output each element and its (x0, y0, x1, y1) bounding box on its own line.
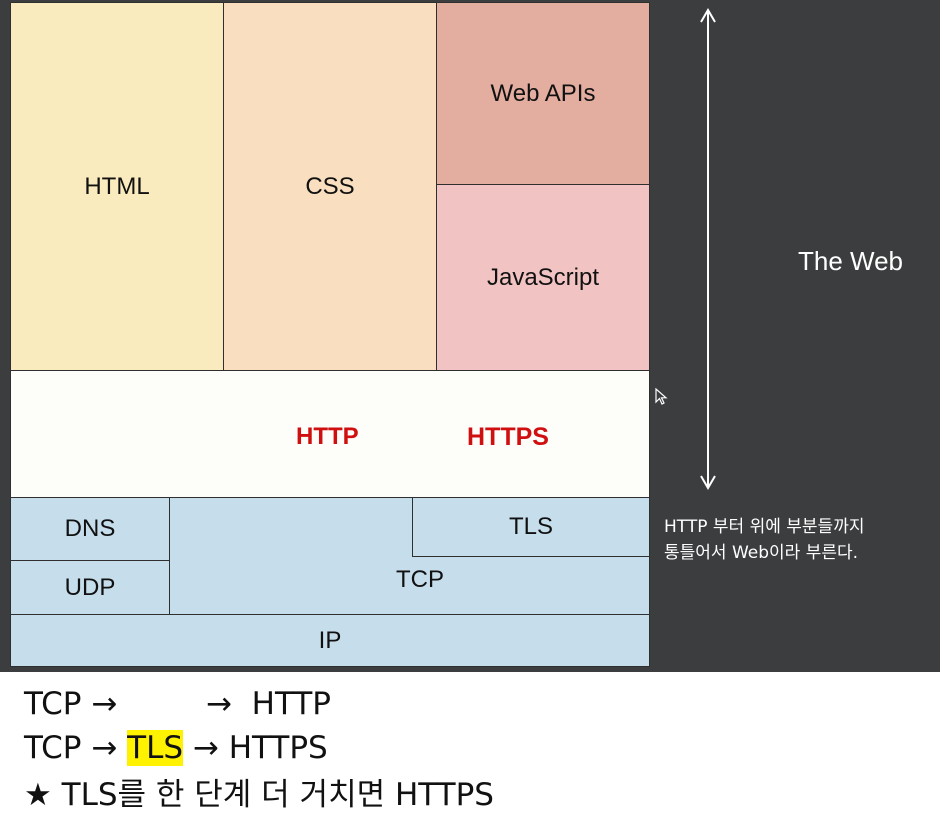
note-line-1: TCP → → HTTP (24, 686, 331, 722)
tls-highlight: TLS (127, 730, 184, 766)
note-line-2-start: TCP → (24, 730, 128, 766)
web-caption: HTTP 부터 위에 부분들까지 통틀어서 Web이라 부른다. (664, 514, 864, 566)
udp-label: UDP (64, 573, 116, 601)
ip-label: IP (318, 626, 342, 654)
web-apis-label: Web APIs (490, 79, 596, 107)
web-caption-line2: 통틀어서 Web이라 부른다. (664, 543, 859, 563)
web-caption-line1: HTTP 부터 위에 부분들까지 (664, 517, 865, 537)
udp-layer: UDP (10, 560, 170, 615)
css-layer: CSS (223, 2, 437, 371)
note-line-3: ★ TLS를 한 단계 더 거치면 HTTPS (24, 777, 494, 813)
html-layer: HTML (10, 2, 224, 371)
http-layer (10, 370, 650, 498)
tls-layer: TLS (412, 497, 650, 557)
http-label: HTTP (296, 423, 359, 450)
note-line-2-end: → HTTPS (183, 730, 328, 766)
html-label: HTML (84, 172, 150, 200)
note-line-2: TCP → TLS → HTTPS (24, 728, 328, 768)
web-range-arrow (700, 8, 716, 490)
tcp-label: TCP (396, 566, 444, 593)
dns-label: DNS (64, 515, 116, 542)
ip-layer: IP (10, 614, 650, 667)
javascript-label: JavaScript (486, 263, 600, 291)
tls-label: TLS (508, 513, 553, 540)
mouse-cursor-icon (655, 388, 668, 405)
https-label: HTTPS (467, 423, 549, 451)
javascript-layer: JavaScript (436, 184, 650, 371)
web-apis-layer: Web APIs (436, 2, 650, 185)
web-title: The Web (798, 246, 904, 276)
dns-layer: DNS (10, 497, 170, 561)
css-label: CSS (305, 172, 355, 200)
